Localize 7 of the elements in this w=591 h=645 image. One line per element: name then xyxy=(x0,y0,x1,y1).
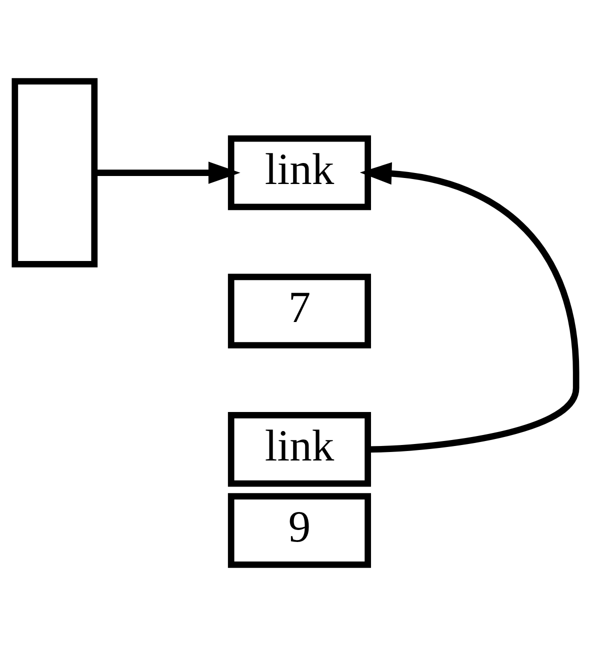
node-box: 9 xyxy=(228,492,372,568)
node-box: 7 xyxy=(228,273,372,348)
arrow xyxy=(360,162,580,452)
node-box: link xyxy=(228,412,372,486)
arrow xyxy=(94,161,240,184)
node-box: link xyxy=(228,134,372,210)
node-box xyxy=(12,78,98,267)
